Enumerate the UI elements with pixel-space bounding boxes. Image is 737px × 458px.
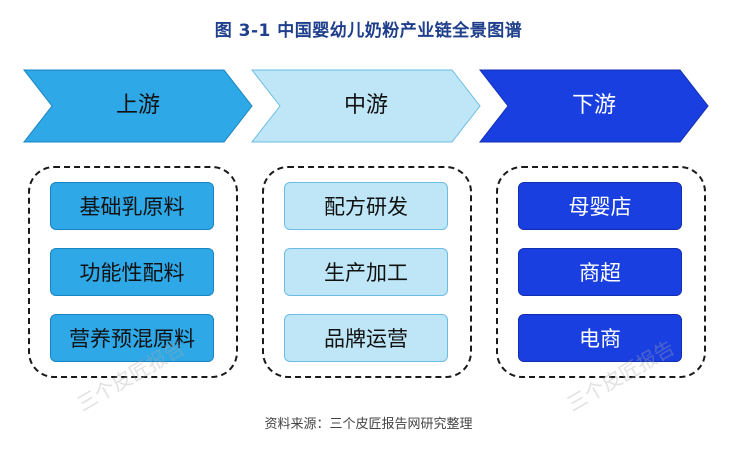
stage-chevrons [22,69,709,143]
figure-title: 图 3-1 中国婴幼儿奶粉产业链全景图谱 [214,21,523,41]
midstream-item: 生产加工 [284,248,448,296]
upstream-chevron [22,69,253,143]
midstream-group: 配方研发 生产加工 品牌运营 [262,166,472,378]
upstream-group: 基础乳原料 功能性配料 营养预混原料 [28,166,238,378]
downstream-chevron [478,69,709,143]
downstream-group: 母婴店 商超 电商 [496,166,706,378]
downstream-item: 母婴店 [518,182,682,230]
upstream-item: 营养预混原料 [50,314,214,362]
source-note: 资料来源：三个皮匠报告网研究整理 [264,417,473,432]
downstream-item: 商超 [518,248,682,296]
downstream-item: 电商 [518,314,682,362]
midstream-item: 配方研发 [284,182,448,230]
midstream-item: 品牌运营 [284,314,448,362]
midstream-chevron [250,69,481,143]
upstream-item: 功能性配料 [50,248,214,296]
upstream-item: 基础乳原料 [50,182,214,230]
